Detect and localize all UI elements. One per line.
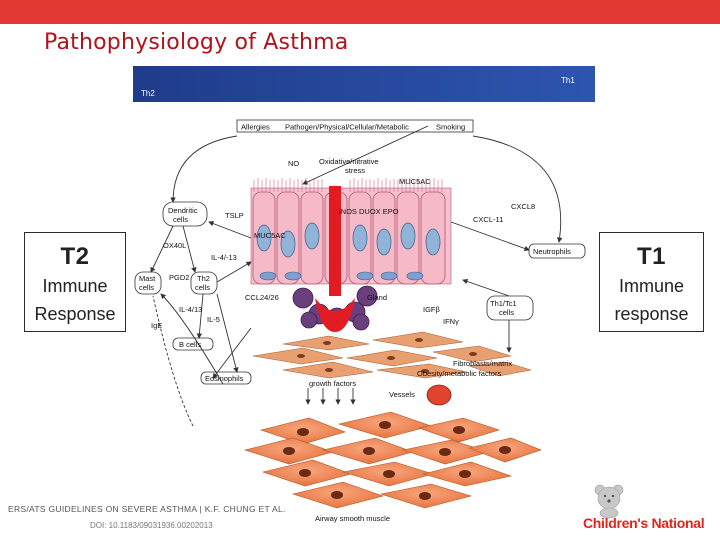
label-inos: iNOS DUOX EPO (339, 207, 399, 216)
trigger-allergies: Allergies (241, 123, 270, 132)
label-il5: IL-5 (207, 315, 220, 324)
label-fibroblasts: Fibroblasts/matrix (453, 359, 512, 368)
vessel-cell (426, 384, 452, 406)
arrow-trigger-dendritic (170, 135, 238, 203)
label-ccl2426: CCL24/26 (245, 293, 279, 302)
t1-line1: Immune (618, 276, 685, 296)
label-stress: stress (345, 166, 365, 175)
arrow-eos-mast (160, 293, 224, 385)
label-obesity: Obesity/metabolic factors (417, 369, 501, 378)
doi-text: DOI: 10.1183/09031936.00202013 (90, 521, 213, 530)
label-igfb: IGFβ (423, 305, 440, 314)
arrow-th1-epi (462, 278, 510, 297)
label-tslp: TSLP (225, 211, 244, 220)
th2-cells-box (190, 271, 218, 295)
mast-cells-box (134, 271, 162, 295)
arrow-cxcl8 (450, 221, 530, 252)
label-mast-1: Mast (139, 274, 156, 283)
triggers-box (236, 119, 474, 133)
submucosal-gland (292, 186, 378, 332)
arrow-ccl-eos (212, 327, 252, 379)
dendritic-cells-box (162, 201, 208, 227)
b-cells-box (172, 337, 214, 351)
label-no: NO (288, 159, 299, 168)
t2-line2: Response (34, 304, 116, 324)
arrow-tslp (208, 221, 252, 239)
label-gland: Gland (367, 293, 387, 302)
label-growth: growth factors (309, 379, 356, 388)
slide-title: Pathophysiology of Asthma (44, 30, 349, 55)
trigger-pathogen: Pathogen/Physical/Cellular/Metabolic (285, 123, 409, 132)
label-ox40l: OX40L (163, 241, 186, 250)
label-muc5ac-left: MUC5AC (254, 231, 286, 240)
teddy-bear-icon (594, 484, 624, 519)
arrow-th2-eos (216, 293, 239, 373)
label-mast-2: cells (139, 283, 154, 292)
trigger-smoking: Smoking (436, 123, 465, 132)
th2-th1-banner (133, 66, 595, 102)
th1-cells-box (486, 295, 534, 321)
t2-heading: T2 (60, 243, 90, 270)
label-ifng: IFNγ (443, 317, 459, 326)
label-asm: Airway smooth muscle (315, 514, 390, 523)
arrow-dc-mast (150, 225, 174, 273)
label-cxcl8: CXCL8 (511, 202, 535, 211)
label-th1-2: cells (499, 308, 514, 317)
label-cxcl11: CXCL-11 (473, 215, 503, 224)
t2-line1: Immune (42, 276, 108, 296)
label-bcells: B cells (179, 340, 201, 349)
t1-immune-response-box: T1 Immune response (599, 232, 704, 332)
label-th2-1: Th2 (197, 274, 210, 283)
label-th2-2: cells (195, 283, 210, 292)
label-neutrophils: Neutrophils (533, 247, 571, 256)
dashed-link (152, 295, 194, 427)
top-accent-bar (0, 0, 720, 24)
t1-line2: response (614, 304, 689, 324)
citation-text: ERS/ATS GUIDELINES ON SEVERE ASTHMA | K.… (8, 504, 286, 514)
arrow-th2-b (196, 293, 204, 339)
t1-heading: T1 (636, 243, 666, 270)
label-dendritic-1: Dendritic (168, 206, 198, 215)
arrow-no (302, 125, 429, 185)
label-pgd2: PGD2 (169, 273, 189, 282)
arrow-th2-epi (216, 261, 252, 283)
label-oxidative: Oxidative/nitrative (319, 157, 379, 166)
label-vessels: Vessels (389, 390, 415, 399)
t2-immune-response-box: T2 Immune Response (24, 232, 126, 332)
label-il413: IL-4/-13 (211, 253, 237, 262)
asthma-pathophysiology-figure: Th2 Th1 Allergies Pathogen/Physical/Cell… (133, 66, 595, 526)
arrow-trigger-neutrophils (472, 135, 563, 243)
airway-smooth-muscle (243, 411, 542, 509)
banner-th2-label: Th2 (141, 89, 155, 98)
label-ige: IgE (151, 321, 162, 330)
label-muc5ac-top: MUC5AC (399, 177, 431, 186)
label-dendritic-2: cells (173, 215, 188, 224)
logo-text: Children's National (583, 515, 705, 531)
label-th1-1: Th1/Tc1 (490, 299, 517, 308)
label-eosinophils: Eosinophils (205, 374, 244, 383)
label-il413b: IL-4/13 (179, 305, 202, 314)
banner-th1-label: Th1 (561, 76, 575, 85)
arrow-dc-th2 (182, 225, 197, 273)
